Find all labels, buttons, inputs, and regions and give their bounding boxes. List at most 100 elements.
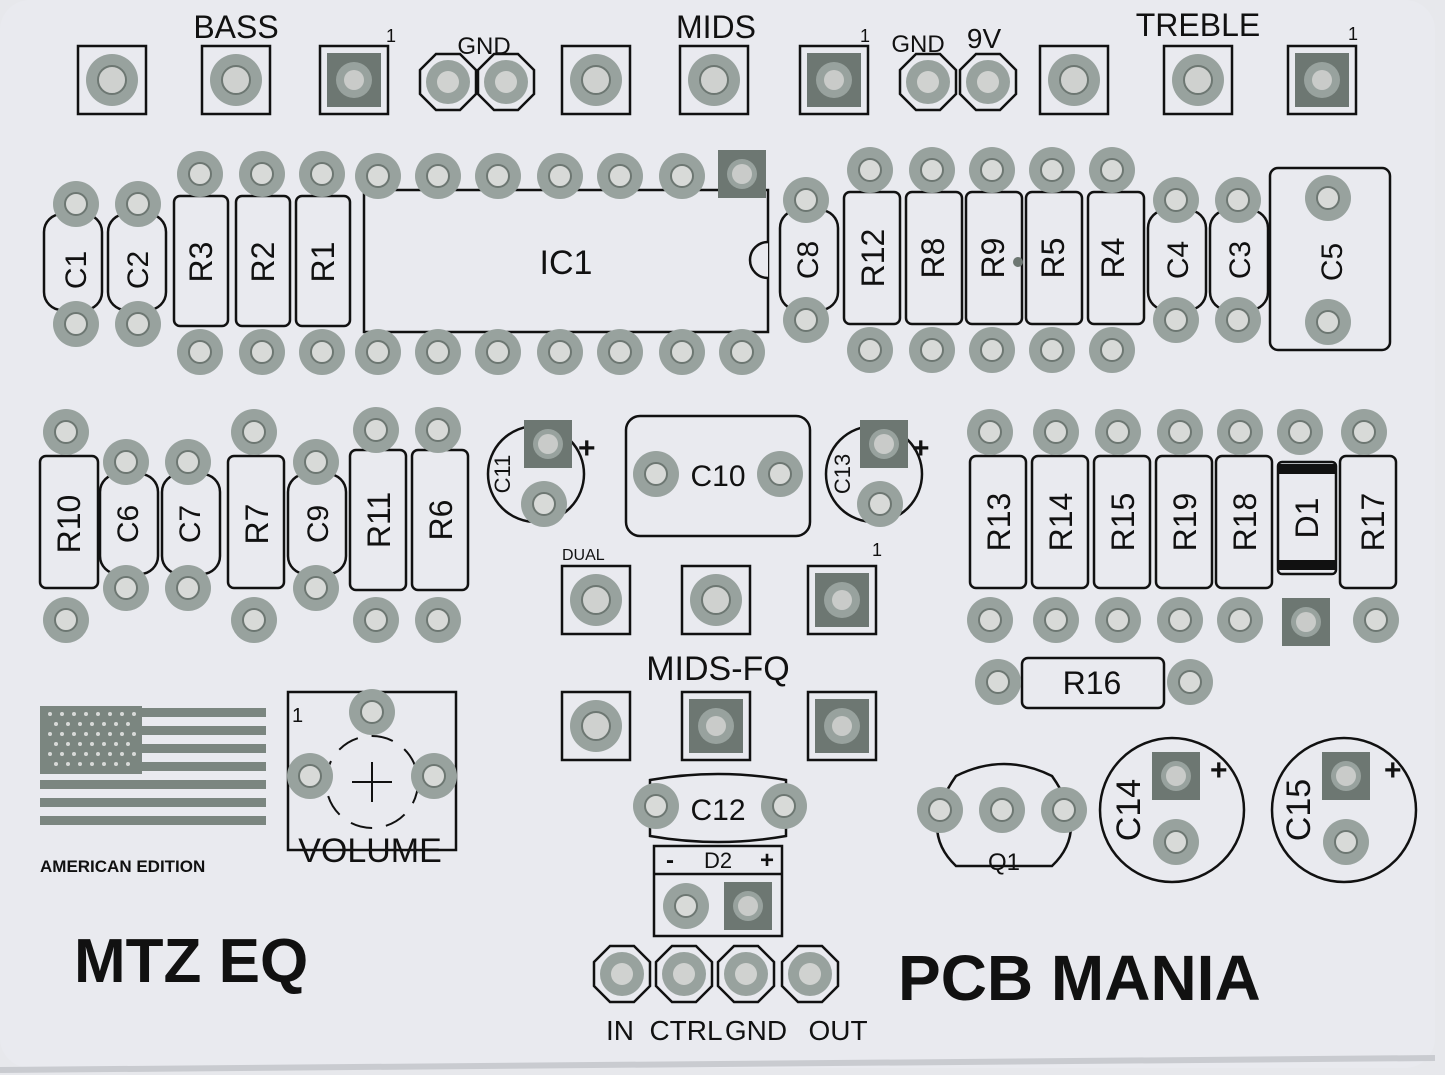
c8: C8 xyxy=(778,176,840,344)
r19: R19 xyxy=(1154,408,1214,644)
c15: + C15 xyxy=(1270,736,1418,884)
r11: R11 xyxy=(348,406,408,644)
svg-text:C5: C5 xyxy=(1316,243,1349,281)
bass-label: BASS xyxy=(193,9,278,45)
svg-text:VOLUME: VOLUME xyxy=(298,832,442,870)
svg-text:R13: R13 xyxy=(981,493,1017,552)
svg-text:C2: C2 xyxy=(122,251,155,289)
r3: R3 xyxy=(172,150,230,376)
svg-text:C14: C14 xyxy=(1110,779,1148,841)
r1: R1 xyxy=(294,150,352,376)
svg-text:C4: C4 xyxy=(1162,241,1195,279)
r10: R10 xyxy=(38,408,100,644)
svg-text:R2: R2 xyxy=(245,242,281,283)
svg-text:-: - xyxy=(666,847,674,874)
svg-text:R19: R19 xyxy=(1167,493,1203,552)
via xyxy=(1013,257,1023,267)
svg-text:C8: C8 xyxy=(792,241,825,279)
svg-text:C1: C1 xyxy=(60,251,93,289)
ctrl-label: CTRL xyxy=(649,1015,722,1046)
d2: - D2 + xyxy=(652,844,784,938)
out-label: OUT xyxy=(808,1015,867,1046)
pin1-mids: 1 xyxy=(860,26,870,46)
svg-text:Q1: Q1 xyxy=(988,849,1020,876)
c11: + C11 xyxy=(486,420,596,528)
ic1-label: IC1 xyxy=(540,244,593,282)
svg-text:R16: R16 xyxy=(1063,665,1122,701)
r8: R8 xyxy=(904,146,964,374)
in-label: IN xyxy=(606,1015,634,1046)
c3: C3 xyxy=(1208,176,1270,344)
svg-text:D2: D2 xyxy=(704,848,732,873)
c6: C6 xyxy=(98,438,160,612)
svg-text:C9: C9 xyxy=(302,505,335,543)
c14: + C14 xyxy=(1098,736,1246,884)
dual-label: DUAL xyxy=(562,547,605,564)
r2: R2 xyxy=(234,150,292,376)
pin1-bass: 1 xyxy=(386,26,396,46)
svg-text:R7: R7 xyxy=(239,504,275,545)
svg-text:C6: C6 xyxy=(112,505,145,543)
svg-text:R5: R5 xyxy=(1035,238,1071,279)
svg-text:C10: C10 xyxy=(690,460,745,493)
svg-text:R12: R12 xyxy=(855,229,891,288)
r17: R17 xyxy=(1338,408,1400,644)
svg-text:C12: C12 xyxy=(690,794,745,827)
pin1-midsfq: 1 xyxy=(872,540,882,560)
svg-text:R17: R17 xyxy=(1355,493,1391,552)
edition-label: AMERICAN EDITION xyxy=(40,857,205,876)
svg-text:+: + xyxy=(1384,754,1402,787)
svg-text:R11: R11 xyxy=(361,492,397,548)
r15: R15 xyxy=(1092,408,1152,644)
svg-text:R18: R18 xyxy=(1227,493,1263,552)
r9: R9 xyxy=(964,146,1024,374)
gnd3-label: GND xyxy=(725,1015,787,1046)
american-flag-logo xyxy=(40,706,266,826)
c2: C2 xyxy=(106,180,168,348)
c7: C7 xyxy=(160,438,222,612)
treble-label: TREBLE xyxy=(1136,7,1260,43)
svg-text:+: + xyxy=(760,847,774,874)
c5: C5 xyxy=(1268,166,1392,352)
svg-text:+: + xyxy=(912,432,930,465)
pin1-treble: 1 xyxy=(1348,24,1358,44)
svg-text:C15: C15 xyxy=(1280,779,1318,841)
r12: R12 xyxy=(842,146,902,374)
c1: C1 xyxy=(42,180,104,348)
svg-text:1: 1 xyxy=(292,705,303,727)
r13: R13 xyxy=(966,408,1028,644)
board-edge-shadow xyxy=(0,1055,1436,1073)
r6: R6 xyxy=(410,406,470,644)
r18: R18 xyxy=(1214,408,1274,644)
svg-text:R3: R3 xyxy=(183,242,219,283)
svg-text:+: + xyxy=(578,432,596,465)
q1: Q1 xyxy=(916,762,1088,876)
board-title: MTZ EQ xyxy=(74,927,308,996)
svg-text:C7: C7 xyxy=(174,505,207,543)
c12: C12 xyxy=(632,772,808,844)
r14: R14 xyxy=(1030,408,1090,644)
c4: C4 xyxy=(1146,176,1208,344)
svg-text:R1: R1 xyxy=(305,242,341,283)
9v-label: 9V xyxy=(967,23,1002,54)
c10: C10 xyxy=(624,414,812,538)
c9: C9 xyxy=(286,438,348,612)
svg-text:D1: D1 xyxy=(1289,498,1325,539)
svg-text:R9: R9 xyxy=(975,238,1011,279)
r4: R4 xyxy=(1086,146,1146,374)
r5: R5 xyxy=(1024,146,1084,374)
mids-fq-label: MIDS-FQ xyxy=(646,650,790,688)
r16: R16 xyxy=(974,656,1214,710)
mids-label: MIDS xyxy=(676,9,756,45)
gnd-label: GND xyxy=(457,33,510,60)
c13: + C13 xyxy=(824,420,930,528)
svg-text:+: + xyxy=(1210,754,1228,787)
svg-text:R15: R15 xyxy=(1105,493,1141,552)
svg-text:R14: R14 xyxy=(1043,493,1079,552)
ic1-notch xyxy=(748,240,769,280)
svg-text:C13: C13 xyxy=(830,454,855,494)
svg-text:R6: R6 xyxy=(423,500,459,541)
svg-text:C3: C3 xyxy=(1224,241,1257,279)
d1: D1 xyxy=(1276,408,1338,646)
